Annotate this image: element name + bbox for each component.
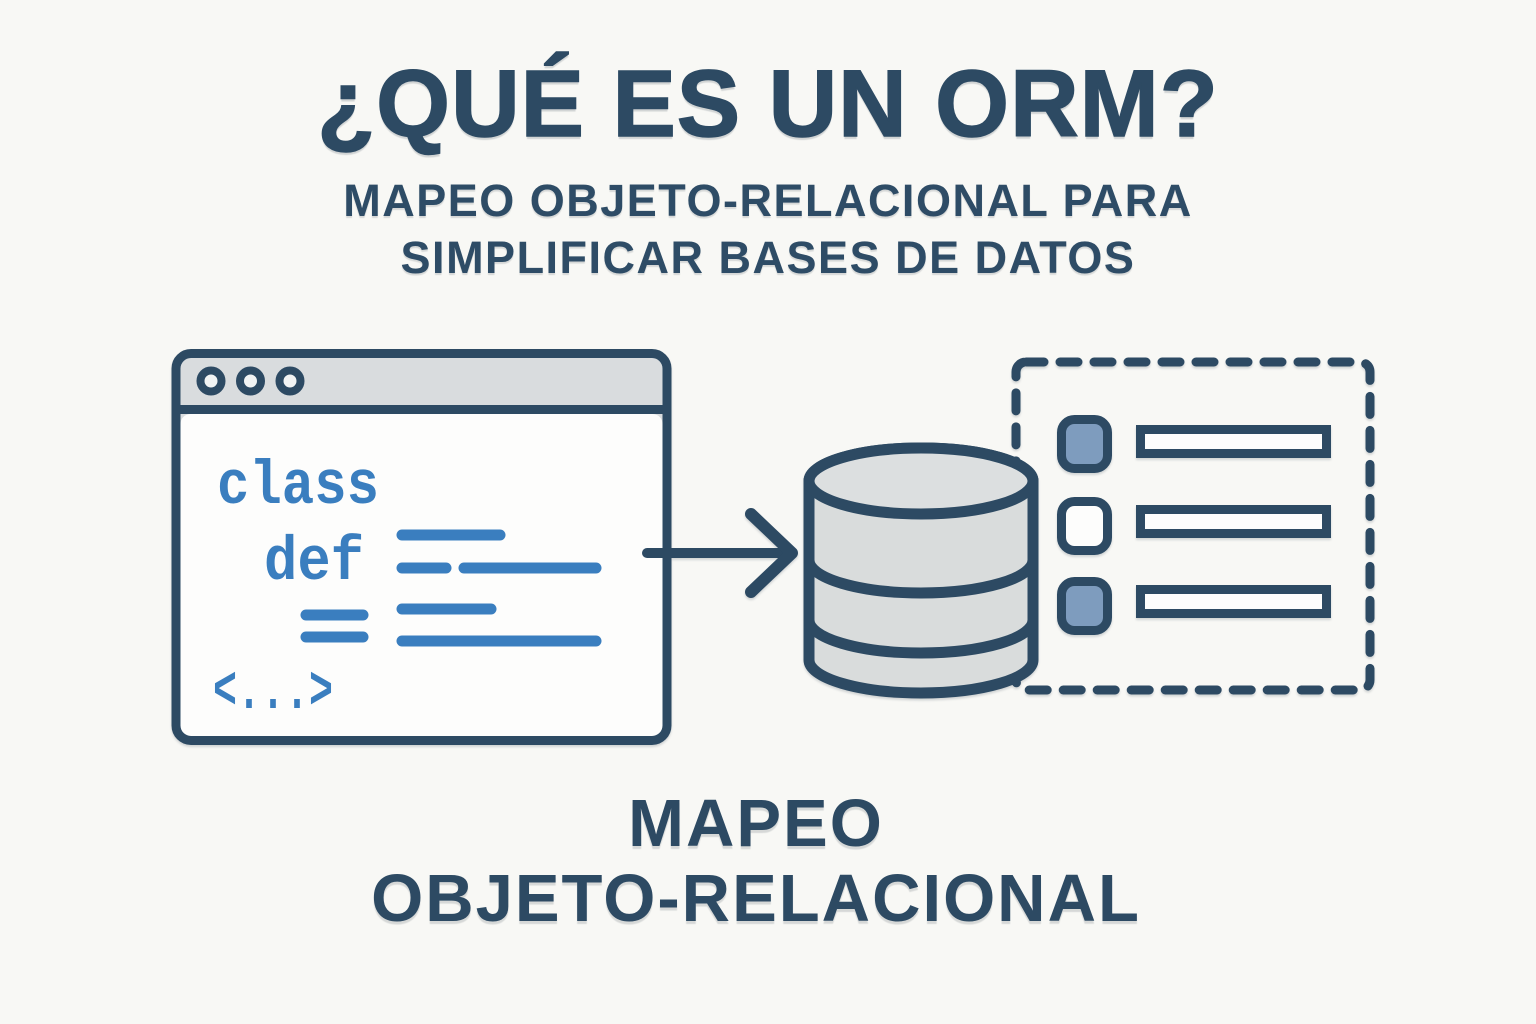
field-bar-icon (1136, 585, 1331, 618)
filled-square-badge-icon (1057, 415, 1112, 473)
page-subtitle: MAPEO OBJETO-RELACIONAL PARA SIMPLIFICAR… (0, 172, 1536, 286)
window-dot-icon (196, 366, 226, 396)
subtitle-line-2: SIMPLIFICAR BASES DE DATOS (400, 232, 1136, 283)
code-window: class def <...> (171, 349, 672, 745)
record-row (1057, 497, 1331, 555)
page-title: ¿QUÉ ES UN ORM? (316, 51, 1219, 157)
code-keyword-class: class (217, 451, 379, 522)
empty-square-badge-icon (1057, 497, 1112, 555)
record-row (1057, 415, 1331, 473)
window-border (171, 349, 672, 745)
arrow-right-icon (642, 508, 798, 598)
field-bar-icon (1136, 425, 1331, 458)
database-icon (803, 442, 1039, 699)
code-tag-symbol: <...> (213, 659, 333, 727)
window-dot-icon (236, 366, 265, 396)
field-bar-icon (1136, 505, 1331, 538)
caption-line-1: MAPEO (628, 786, 884, 861)
database-separator (803, 619, 1039, 659)
database-separator (803, 559, 1039, 599)
caption-line-2: OBJETO-RELACIONAL (371, 861, 1141, 936)
subtitle-line-1: MAPEO OBJETO-RELACIONAL PARA (343, 175, 1193, 226)
window-control-dots (196, 366, 305, 396)
code-keyword-def: def (264, 527, 364, 598)
diagram-caption: MAPEO OBJETO-RELACIONAL (0, 786, 1524, 936)
database-top (803, 442, 1039, 520)
window-content-area (180, 414, 663, 736)
code-placeholder-lines (300, 529, 602, 647)
dashed-record-panel (1011, 357, 1375, 695)
filled-square-badge-icon (1057, 577, 1112, 635)
record-row (1057, 577, 1331, 635)
window-dot-icon (275, 366, 305, 396)
